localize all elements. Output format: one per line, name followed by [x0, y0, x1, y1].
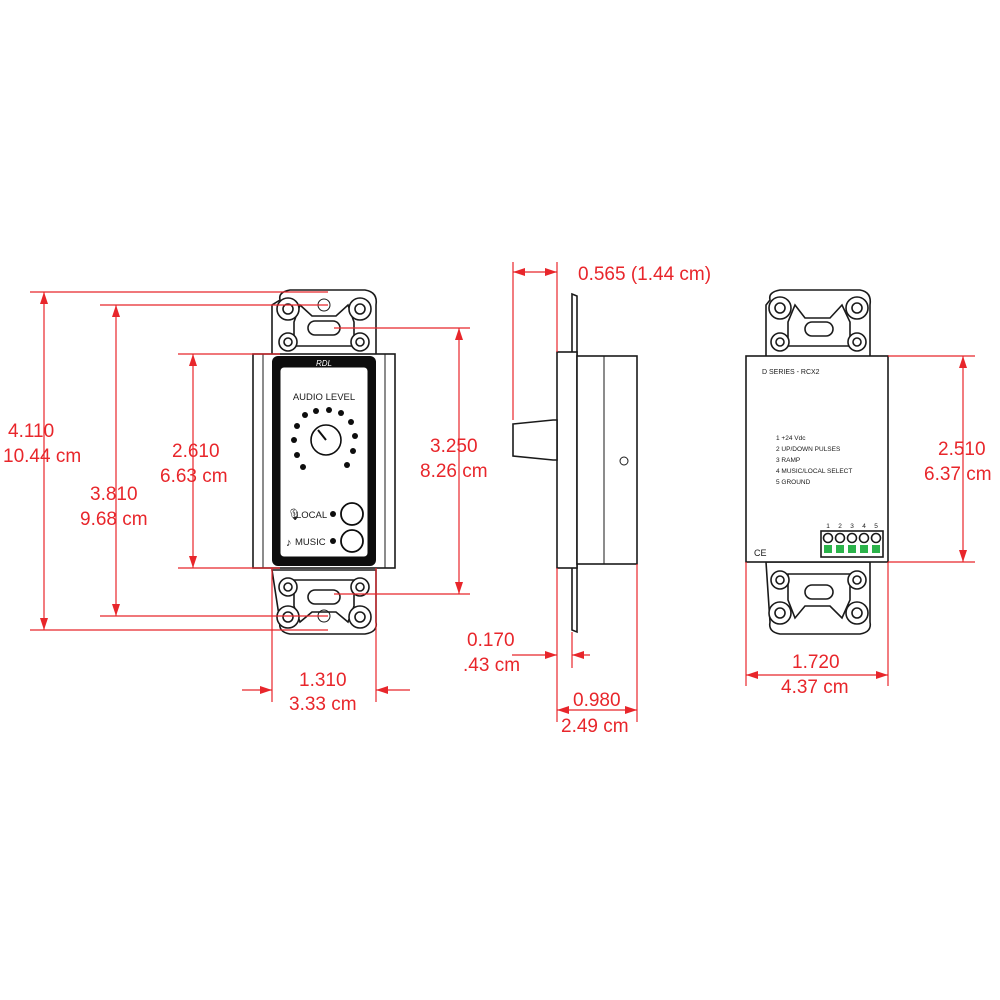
face-width-cm: 3.33 cm [289, 694, 357, 715]
terminal-number-5: 5 [874, 523, 878, 530]
face-width-in: 1.310 [299, 670, 347, 691]
music-button[interactable] [340, 529, 364, 553]
local-button[interactable] [340, 502, 364, 526]
knob-depth: 0.565 (1.44 cm) [578, 264, 711, 285]
box-depth-cm: 2.49 cm [561, 716, 629, 737]
box-height-in: 3.250 [430, 436, 478, 457]
side-box [576, 355, 638, 565]
mount-height-in: 3.810 [90, 484, 138, 505]
terminal-number-1: 1 [826, 523, 830, 530]
front-view: RDL AUDIO LEVEL 🎙 LOCAL ♪ MUSIC [252, 289, 396, 635]
music-label: MUSIC [295, 537, 326, 548]
front-top-ear [271, 289, 378, 359]
back-width-in: 1.720 [792, 652, 840, 673]
box-depth-in: 0.980 [573, 690, 621, 711]
side-screw [619, 456, 629, 466]
brand-logo: RDL [316, 359, 332, 368]
level-led-ring [291, 407, 358, 470]
side-view [512, 292, 638, 634]
terminal-number-4: 4 [862, 523, 866, 530]
pin-3-label: 3 RAMP [776, 457, 800, 464]
back-view: D SERIES - RCX2 1 +24 Vdc 2 UP/DOWN PULS… [745, 289, 889, 635]
back-top-ear [765, 289, 872, 359]
back-height-cm: 6.37 cm [924, 464, 992, 485]
plate-thickness-in: 0.170 [467, 630, 515, 651]
pin-5-label: 5 GROUND [776, 479, 811, 486]
local-button-group: 🎙 LOCAL [287, 502, 364, 526]
audio-level-label: AUDIO LEVEL [293, 392, 355, 403]
box-height-cm: 8.26 cm [420, 461, 488, 482]
music-button-group: ♪ MUSIC [286, 529, 364, 553]
pin-4-label: 4 MUSIC/LOCAL SELECT [776, 468, 852, 475]
pin-1-label: 1 +24 Vdc [776, 435, 806, 442]
front-bottom-ear [271, 569, 378, 635]
terminal-number-3: 3 [850, 523, 854, 530]
ce-mark: CE [754, 548, 767, 558]
back-box [745, 355, 889, 563]
series-label: D SERIES - RCX2 [762, 369, 820, 376]
side-knob [512, 419, 558, 461]
terminal-number-2: 2 [838, 523, 842, 530]
face-height-in: 2.610 [172, 441, 220, 462]
music-led [330, 538, 336, 544]
level-knob[interactable] [310, 424, 342, 456]
mount-height-cm: 9.68 cm [80, 509, 148, 530]
dimension-lines [30, 262, 975, 722]
overall-height-in: 4.110 [8, 421, 54, 442]
music-note-icon: ♪ [286, 537, 292, 549]
local-label: LOCAL [296, 510, 327, 521]
dimension-labels: 4.110 10.44 cm 3.810 9.68 cm 2.610 6.63 … [3, 264, 992, 737]
local-led [330, 511, 336, 517]
pinout-list: 1 +24 Vdc 2 UP/DOWN PULSES 3 RAMP 4 MUSI… [776, 435, 852, 486]
terminal-block: 1 2 3 4 5 [820, 523, 884, 558]
plate-thickness-cm: .43 cm [463, 655, 520, 676]
pin-2-label: 2 UP/DOWN PULSES [776, 446, 841, 453]
microphone-icon: 🎙 [287, 508, 301, 521]
back-bottom-ear [765, 561, 872, 635]
overall-height-cm: 10.44 cm [3, 446, 81, 467]
back-width-cm: 4.37 cm [781, 677, 849, 698]
back-height-in: 2.510 [938, 439, 986, 460]
face-height-cm: 6.63 cm [160, 466, 228, 487]
